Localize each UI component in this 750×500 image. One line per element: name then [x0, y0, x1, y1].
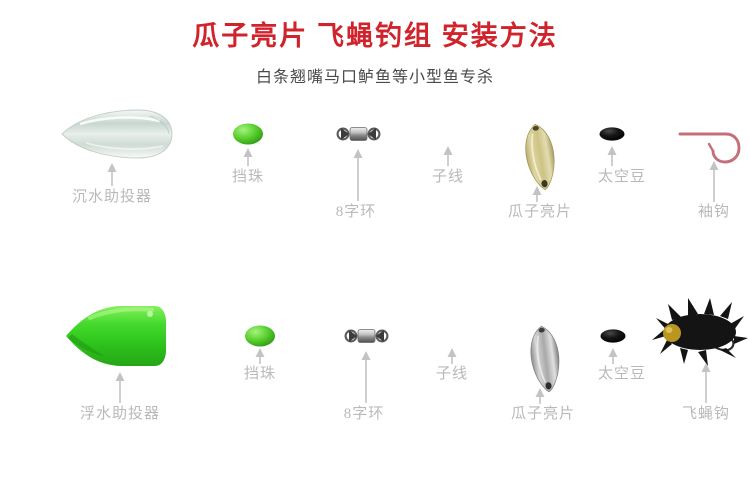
callout-floating-casting-float: 浮水助投器: [80, 372, 160, 422]
page-subtitle: 白条翘嘴马口鲈鱼等小型鱼专杀: [256, 68, 494, 86]
callout-space-bean: 太空豆: [598, 348, 646, 382]
callout-barrel-swivel: 8字环: [336, 149, 377, 220]
label-space-bean: 太空豆: [598, 365, 646, 382]
label-barrel-swivel: 8字环: [336, 203, 377, 220]
green-bead-icon: [233, 123, 263, 145]
callout-stopper-bead: 挡珠: [232, 148, 264, 185]
swivel-icon: [344, 329, 389, 343]
rig-sinking-rig-annotations: 沉水助投器 挡珠 8字环 子线 瓜子亮片 太空豆: [72, 146, 730, 220]
green-bead-icon: [245, 325, 275, 347]
callout-leader-line: 子线: [436, 348, 468, 382]
rig-floating-rig-annotations: 浮水助投器 挡珠 8字环 子线 瓜子亮片 太空豆: [80, 348, 730, 422]
rig-floating-rig: [16, 298, 748, 393]
label-barrel-swivel: 8字环: [344, 405, 385, 422]
callout-space-bean: 太空豆: [598, 146, 646, 185]
callout-spoon-lure: 瓜子亮片: [511, 388, 575, 422]
spoon-lure-gold-icon: [525, 123, 555, 190]
label-leader-line: 子线: [432, 168, 464, 185]
swivel-icon: [336, 127, 381, 141]
callout-spoon-lure: 瓜子亮片: [508, 186, 572, 220]
callout-sleeve-hook: 袖钩: [698, 161, 730, 220]
space-bean-icon: [600, 329, 626, 343]
label-spoon-lure: 瓜子亮片: [508, 203, 572, 220]
callout-barrel-swivel: 8字环: [344, 351, 385, 422]
label-floating-casting-float: 浮水助投器: [80, 405, 160, 422]
label-sinking-casting-float: 沉水助投器: [72, 188, 152, 205]
label-leader-line: 子线: [436, 365, 468, 382]
callout-fly-hook: 飞蝇钩: [682, 363, 730, 422]
page-title: 瓜子亮片 飞蝇钓组 安装方法: [192, 20, 558, 51]
callout-stopper-bead: 挡珠: [244, 348, 276, 382]
label-stopper-bead: 挡珠: [244, 365, 276, 382]
bullet-green-float-icon: [66, 306, 166, 366]
label-sleeve-hook: 袖钩: [698, 203, 730, 220]
space-bean-icon: [599, 127, 625, 141]
rig-sinking-rig: [16, 109, 741, 190]
bare-hook-icon: [678, 132, 741, 164]
label-spoon-lure: 瓜子亮片: [511, 405, 575, 422]
callout-sinking-casting-float: 沉水助投器: [72, 163, 152, 205]
label-stopper-bead: 挡珠: [232, 168, 264, 185]
sinking-casting-float-icon: [61, 109, 173, 159]
black-fly-lure-icon: [652, 298, 748, 366]
callout-leader-line: 子线: [432, 146, 464, 185]
spoon-lure-silver-icon: [530, 325, 560, 393]
label-space-bean: 太空豆: [598, 168, 646, 185]
label-fly-hook: 飞蝇钩: [682, 405, 730, 422]
